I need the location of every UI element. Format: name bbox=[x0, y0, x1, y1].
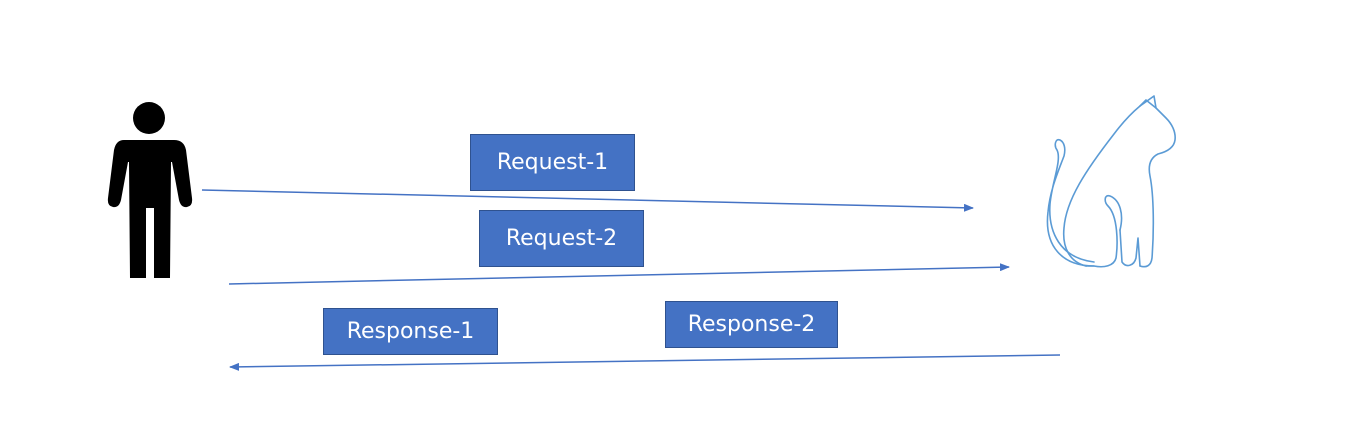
request-2-label: Request-2 bbox=[479, 210, 644, 267]
arrow-responses bbox=[229, 354, 1061, 371]
arrow-request-2 bbox=[228, 263, 1010, 285]
response-1-label: Response-1 bbox=[323, 308, 498, 355]
arrow-request-1 bbox=[201, 189, 974, 212]
person-icon bbox=[107, 102, 193, 278]
request-1-label: Request-1 bbox=[470, 134, 635, 191]
cat-icon bbox=[1046, 95, 1176, 268]
response-2-label: Response-2 bbox=[665, 301, 838, 348]
